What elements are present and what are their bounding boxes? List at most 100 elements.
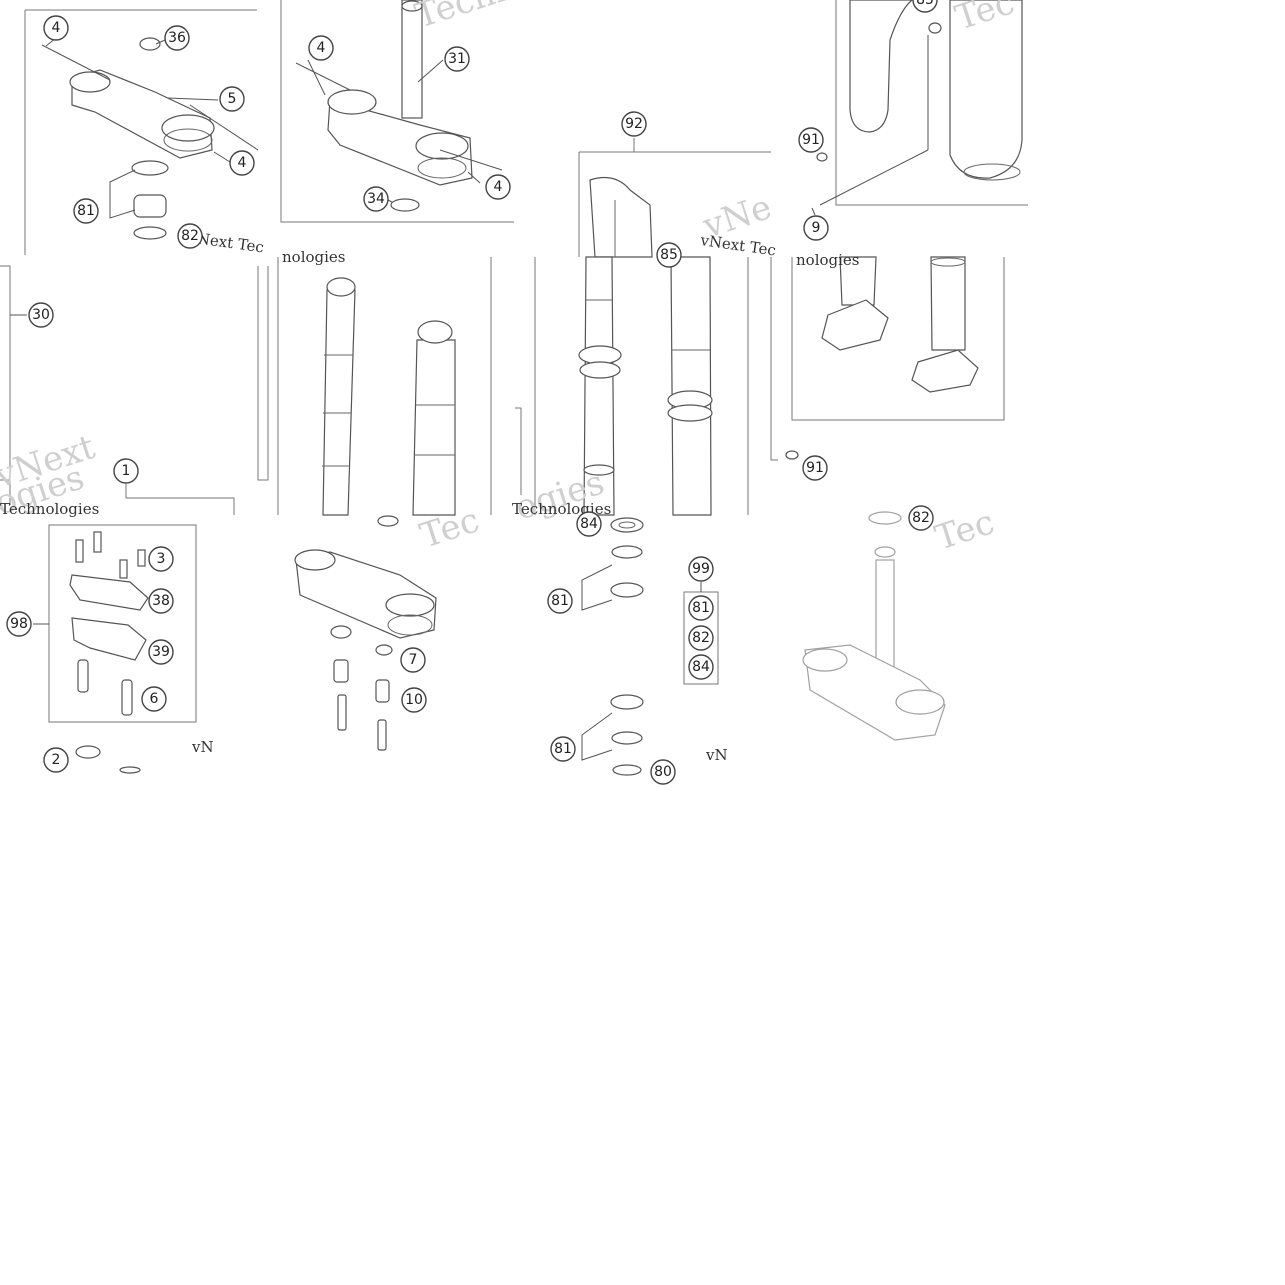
svg-text:6: 6 — [150, 691, 159, 707]
svg-text:85: 85 — [916, 0, 934, 8]
callout-81: 81 — [73, 198, 99, 224]
callout-92: 92 — [621, 111, 647, 137]
svg-text:4: 4 — [52, 20, 61, 36]
tile-fork-assembly-frame — [0, 265, 269, 515]
svg-text:4: 4 — [494, 179, 503, 195]
watermark-text: vNext Tec — [698, 231, 777, 260]
svg-text:2: 2 — [52, 752, 61, 768]
callout-4: 4 — [308, 35, 334, 61]
svg-text:9: 9 — [812, 220, 821, 236]
callout-39: 39 — [148, 639, 174, 665]
callout-4: 4 — [43, 15, 69, 41]
svg-text:82: 82 — [912, 510, 930, 526]
svg-text:5: 5 — [228, 91, 237, 107]
callout-1: 1 — [113, 458, 139, 484]
svg-text:7: 7 — [409, 652, 418, 668]
svg-text:80: 80 — [654, 764, 672, 780]
callout-91: 91 — [798, 127, 824, 153]
tile-outer-tubes — [515, 256, 749, 516]
callout-34: 34 — [363, 186, 389, 212]
callout-81: 81 — [550, 736, 576, 762]
callout-9: 9 — [803, 215, 829, 241]
callout-81: 81 — [547, 588, 573, 614]
watermark-text: nologies — [796, 251, 860, 269]
svg-text:82: 82 — [692, 630, 710, 646]
callout-85: 85 — [656, 242, 682, 268]
svg-text:39: 39 — [152, 644, 170, 660]
callout-30: 30 — [28, 302, 54, 328]
svg-text:85: 85 — [660, 247, 678, 263]
svg-text:4: 4 — [317, 40, 326, 56]
tile-fork-protector — [578, 138, 771, 258]
svg-text:81: 81 — [77, 203, 95, 219]
callout-4: 4 — [229, 150, 255, 176]
tile-fork-legs-top — [811, 0, 1028, 216]
callout-6: 6 — [141, 686, 167, 712]
callout-99: 99 — [688, 556, 714, 582]
callout-82: 82 — [688, 625, 714, 651]
lower-triple-clamp — [295, 551, 437, 639]
fork-leg-right — [949, 0, 1023, 179]
callout-82: 82 — [908, 505, 934, 531]
callout-4: 4 — [485, 174, 511, 200]
outer-tube-left — [583, 256, 615, 516]
axle-clamp-left — [821, 299, 889, 351]
svg-text:3: 3 — [157, 551, 166, 567]
svg-text:81: 81 — [554, 741, 572, 757]
svg-text:38: 38 — [152, 593, 170, 609]
svg-text:81: 81 — [692, 600, 710, 616]
tile-bearing-kit — [581, 517, 719, 776]
svg-text:98: 98 — [10, 616, 28, 632]
svg-text:84: 84 — [580, 516, 598, 532]
callout-2: 2 — [43, 747, 69, 773]
svg-text:84: 84 — [692, 659, 710, 675]
svg-text:91: 91 — [806, 460, 824, 476]
tile-upper-triple-clamp — [24, 9, 259, 255]
clamp-bottom-part — [71, 617, 147, 661]
svg-text:34: 34 — [367, 191, 385, 207]
fork-leg-left — [849, 0, 913, 133]
tile-inner-tubes — [277, 257, 492, 516]
tile-stem-faded — [802, 511, 946, 741]
svg-text:10: 10 — [405, 692, 423, 708]
outer-tube-right — [670, 256, 712, 516]
callout-80: 80 — [650, 759, 676, 785]
fork-guard-part — [589, 177, 653, 258]
watermark-text: Technologies — [0, 500, 99, 518]
watermark-text: nologies — [282, 248, 346, 266]
watermark-text: Tec — [930, 502, 999, 558]
callout-31: 31 — [444, 46, 470, 72]
tile-steering-stem — [280, 0, 514, 223]
watermark-text: vN — [191, 738, 214, 756]
svg-text:1: 1 — [122, 463, 131, 479]
callout-7: 7 — [400, 647, 426, 673]
axle-clamp-right — [911, 349, 979, 393]
svg-text:92: 92 — [625, 116, 643, 132]
tile-axle-clamps — [770, 256, 1005, 461]
tile-clamp-bolts — [294, 515, 437, 751]
callout-3: 3 — [148, 546, 174, 572]
svg-text:31: 31 — [448, 51, 466, 67]
svg-text:36: 36 — [168, 30, 186, 46]
svg-text:99: 99 — [692, 561, 710, 577]
callout-84: 84 — [688, 654, 714, 680]
watermark-text: Techn — [410, 0, 520, 37]
inner-tube-right — [412, 339, 456, 516]
callout-82: 82 — [177, 223, 203, 249]
tile-handlebar-clamp — [33, 524, 197, 774]
clamp-top-part — [69, 574, 149, 611]
callout-38: 38 — [148, 588, 174, 614]
callout-91: 91 — [802, 455, 828, 481]
callout-85: 85 — [912, 0, 938, 13]
callout-81: 81 — [688, 595, 714, 621]
callout-36: 36 — [164, 25, 190, 51]
svg-text:30: 30 — [32, 307, 50, 323]
callout-5: 5 — [219, 86, 245, 112]
svg-text:82: 82 — [181, 228, 199, 244]
callout-98: 98 — [6, 611, 32, 637]
steering-stem-part — [401, 0, 423, 119]
svg-text:91: 91 — [802, 132, 820, 148]
inner-tube-left — [322, 289, 356, 516]
svg-text:4: 4 — [238, 155, 247, 171]
